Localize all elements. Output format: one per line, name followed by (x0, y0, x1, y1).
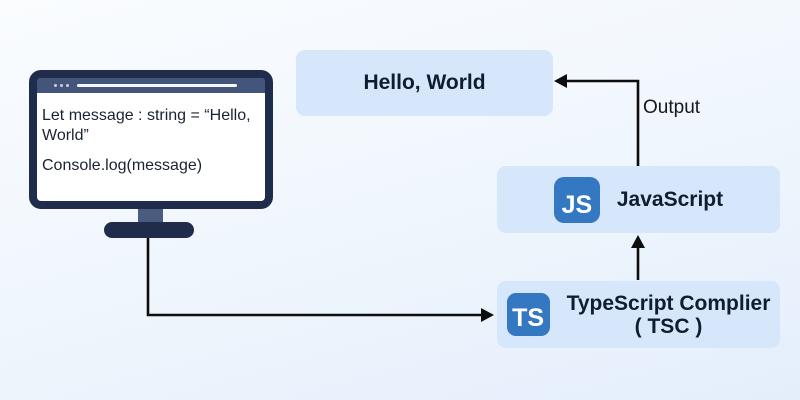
header-line (77, 84, 237, 87)
arrow-tsc-to-js (631, 235, 645, 280)
ts-badge-icon: TS (506, 293, 550, 336)
window-dots-icon (54, 84, 69, 87)
typescript-compiler-box: TS TypeScript Complier ( TSC ) (497, 281, 780, 348)
monitor-stand-base (104, 222, 194, 238)
arrow-js-to-output (554, 74, 640, 166)
code-statement: Let message : string = “Hello, World” (42, 107, 251, 144)
code-log-line: Console.log(message) (42, 157, 203, 174)
hello-world-box: Hello, World (296, 50, 553, 116)
javascript-label: JavaScript (616, 188, 724, 211)
monitor-stand-neck (138, 209, 163, 225)
monitor-header-bar (37, 78, 265, 93)
tsc-label-line1: TypeScript Complier (566, 291, 771, 315)
code-editor-content: Let message : string = “Hello, World” Co… (37, 93, 265, 176)
typescript-compiler-label: TypeScript Complier ( TSC ) (567, 292, 771, 338)
output-label: Output (643, 97, 701, 118)
monitor-screen: Let message : string = “Hello, World” Co… (29, 70, 273, 209)
tsc-label-line2: ( TSC ) (634, 314, 703, 338)
arrow-monitor-to-tsc (146, 190, 494, 322)
js-badge-icon: JS (553, 176, 600, 223)
javascript-box: JS JavaScript (497, 166, 780, 233)
